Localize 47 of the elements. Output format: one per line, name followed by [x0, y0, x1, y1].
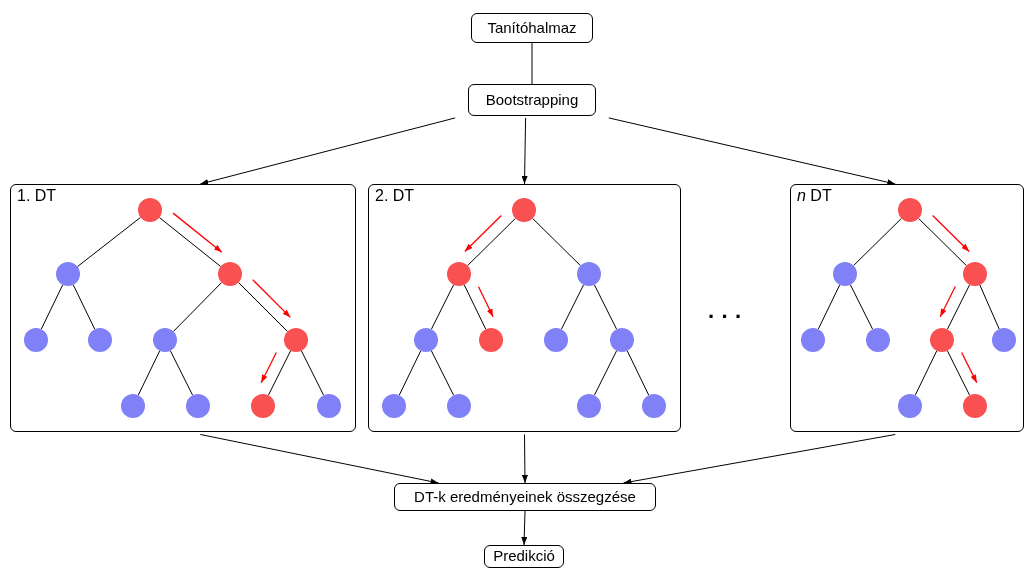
process-box: Bootstrapping — [468, 84, 596, 116]
connector-line — [158, 217, 222, 267]
connector-line — [430, 284, 455, 330]
connector-line — [979, 284, 1000, 330]
connector-line — [463, 284, 487, 330]
arrow — [623, 434, 896, 485]
process-box: DT-k eredményeinek összegzése — [394, 483, 656, 511]
ellipsis-label: · · · — [708, 303, 743, 331]
connector-line — [467, 217, 516, 267]
connector-line — [40, 284, 64, 330]
arrow — [199, 434, 440, 485]
tree-panel — [790, 184, 1024, 432]
process-box: Predikció — [484, 545, 564, 568]
arrow — [521, 510, 528, 546]
arrow — [521, 117, 528, 185]
panel-title: 2. DT — [375, 186, 415, 206]
connector-line — [72, 284, 96, 330]
connector-line — [398, 350, 422, 396]
panel-title: n DT — [797, 186, 832, 206]
connector-line — [946, 284, 971, 330]
connector-line — [532, 217, 581, 267]
connector-line — [918, 217, 967, 267]
connector-line — [76, 216, 142, 268]
connector-line — [137, 350, 161, 396]
connector-line — [172, 282, 223, 332]
connector-line — [238, 282, 288, 332]
connector-line — [817, 284, 841, 330]
arrow — [608, 117, 896, 186]
arrow — [199, 117, 456, 185]
connector-line — [430, 350, 455, 396]
connector-line — [626, 350, 650, 396]
connector-line — [914, 350, 938, 396]
connector-line — [946, 350, 971, 396]
connector-line — [853, 217, 902, 267]
tree-panel — [10, 184, 356, 432]
connector-line — [593, 284, 618, 330]
process-box: Tanítóhalmaz — [471, 13, 593, 43]
connector-line — [267, 350, 292, 396]
connector-line — [560, 284, 585, 330]
connector-line — [300, 350, 325, 396]
connector-line — [169, 350, 194, 396]
connector-line — [593, 350, 618, 396]
arrow — [521, 434, 528, 484]
tree-panel — [368, 184, 681, 432]
connector-line — [849, 284, 874, 330]
connector-line — [531, 42, 533, 85]
panel-title: 1. DT — [17, 186, 57, 206]
